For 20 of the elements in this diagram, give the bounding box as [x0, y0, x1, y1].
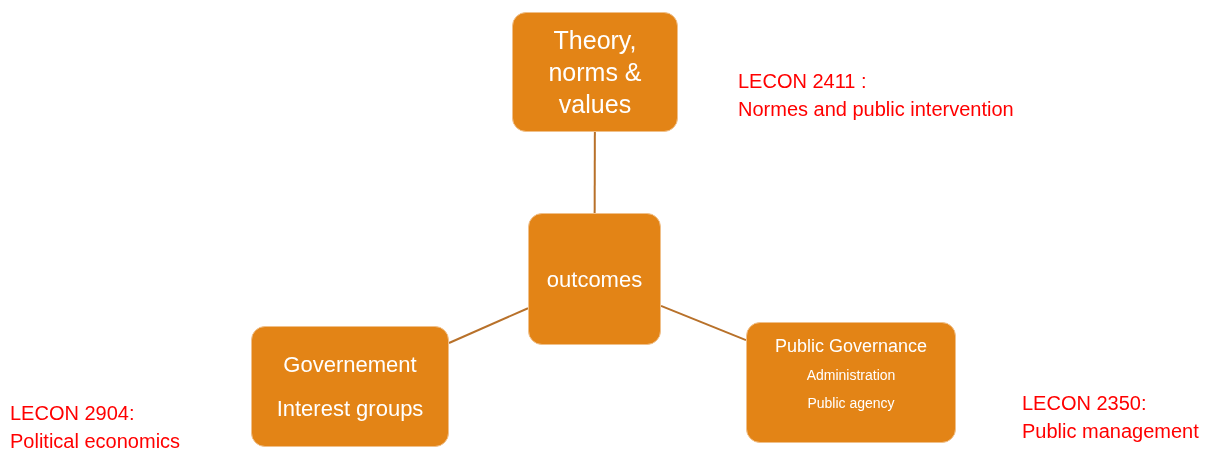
course-label: LECON 2411 :	[738, 69, 867, 94]
node-text: Administration	[806, 365, 896, 385]
connector-line	[448, 307, 529, 344]
course-label: LECON 2904:	[10, 401, 135, 426]
rounded-box	[746, 322, 956, 443]
course-label: Normes and public intervention	[738, 97, 1014, 122]
node-text: Public agency	[807, 393, 895, 413]
node-text: outcomes	[546, 265, 643, 294]
node-text: Public Governance	[774, 334, 928, 358]
node-text: Interest groups	[276, 394, 424, 423]
rounded-box	[251, 326, 449, 447]
course-label: Political economics	[10, 429, 181, 450]
course-label: LECON 2350:	[1022, 391, 1147, 416]
node-text: Theory, norms & values	[547, 25, 643, 120]
connector-line	[593, 131, 596, 214]
rounded-box	[512, 12, 678, 132]
rounded-box	[528, 213, 661, 345]
connector-line	[660, 304, 747, 342]
course-label: Public management	[1022, 419, 1199, 444]
node-text: Governement	[283, 350, 417, 379]
